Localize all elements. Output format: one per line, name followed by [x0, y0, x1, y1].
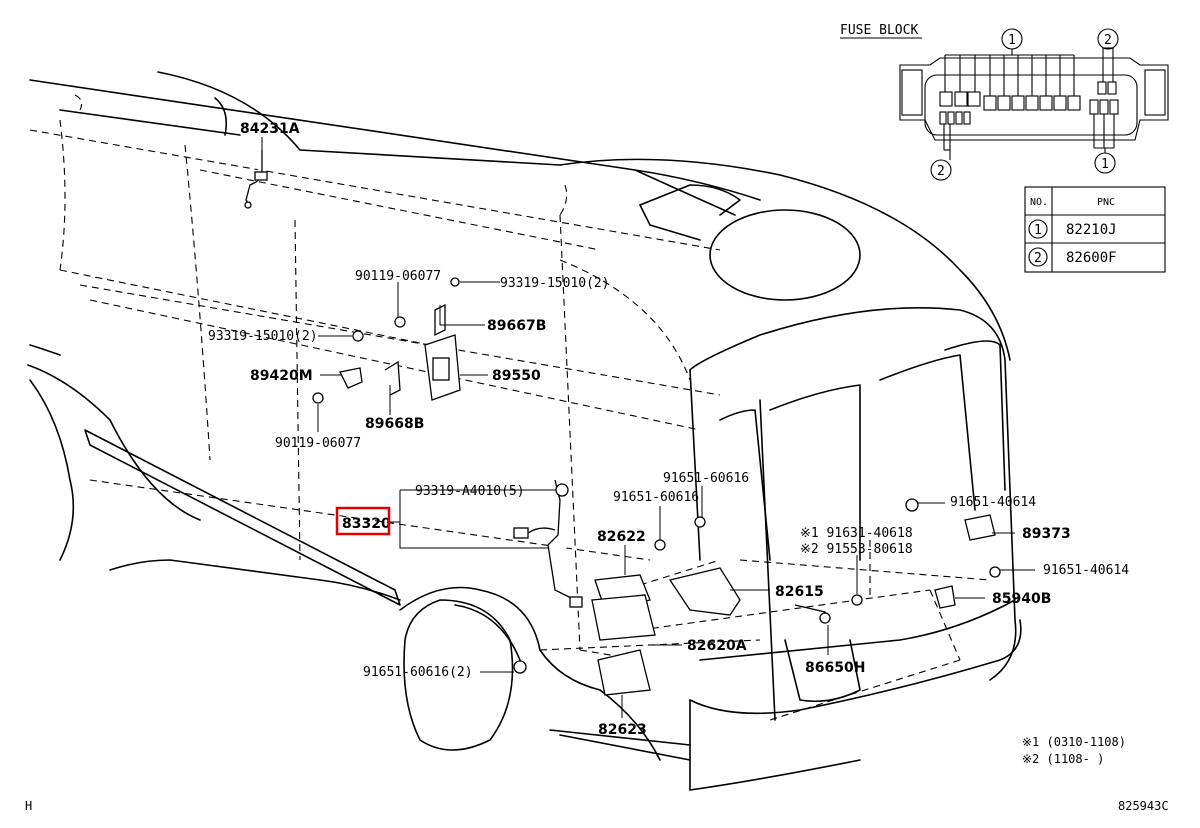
label-89667B[interactable]: 89667B [487, 318, 546, 334]
label-91651-40614-a[interactable]: 91651-40614 [950, 495, 1036, 510]
fuse-block-title: FUSE BLOCK [840, 23, 918, 38]
label-91651-60616-b[interactable]: 91651-60616 [613, 490, 699, 505]
bracket-89420M [312, 277, 460, 404]
callout-2-top-text: 2 [1104, 33, 1112, 48]
label-91553-80618[interactable]: ※2 91553-80618 [800, 542, 913, 557]
callout-1-bottom [1094, 152, 1116, 174]
label-85940B[interactable]: 85940B [992, 591, 1051, 607]
label-91651-40614-b[interactable]: 91651-40614 [1043, 563, 1129, 578]
table-row-2-no: 2 [1034, 251, 1042, 266]
note-1: ※1 (0310-1108) [1022, 735, 1126, 749]
callout-1-bottom-text: 1 [1101, 157, 1109, 172]
label-93319-A4010[interactable]: 93319-A4010(5) [415, 484, 525, 499]
table-row-1-pnc[interactable]: 82210J [1066, 222, 1117, 238]
label-91651-60616-c[interactable]: 91651-60616(2) [363, 665, 473, 680]
label-90119-06077-top[interactable]: 90119-06077 [355, 269, 441, 284]
callout-2-bottom [930, 159, 952, 181]
label-89668B[interactable]: 89668B [365, 416, 424, 432]
label-82623[interactable]: 82623 [598, 722, 647, 738]
label-82615[interactable]: 82615 [775, 584, 824, 600]
table-row-2-pnc[interactable]: 82600F [1066, 250, 1117, 266]
relay-parts [794, 498, 1001, 624]
label-93319-15010-a[interactable]: 93319-15010(2) [500, 276, 610, 291]
ecu-89550 [424, 303, 461, 401]
fuse-slots [939, 81, 1119, 125]
fuse-block-inset: FUSE BLOCK [840, 23, 1169, 181]
label-82620A[interactable]: 82620A [687, 638, 747, 654]
diagram-id: 825943C [1118, 799, 1169, 813]
dashed-reference-lines [29, 94, 991, 721]
label-86650H[interactable]: 86650H [805, 660, 865, 676]
fuse-callout-lines [943, 47, 1115, 160]
label-90119-06077-bottom[interactable]: 90119-06077 [275, 436, 361, 451]
harness-83320 [513, 479, 583, 608]
table-header-pnc: PNC [1097, 197, 1115, 208]
table-header-no: NO. [1030, 197, 1048, 208]
table-row-1-no: 1 [1034, 223, 1042, 238]
label-84231A[interactable]: 84231A [240, 121, 300, 137]
callout-2-bottom-text: 2 [937, 164, 945, 179]
van-body-outline [27, 71, 1022, 791]
label-89550[interactable]: 89550 [492, 368, 541, 384]
label-83320[interactable]: 83320 [342, 516, 391, 532]
corner-left-mark: H [25, 799, 32, 813]
part-labels: 84231A 90119-06077 93319-15010(2) 89667B… [208, 121, 1129, 738]
leader-lines [261, 137, 1035, 718]
fuse-block-assembly [513, 516, 741, 696]
date-notes: ※1 (0310-1108) ※2 (1108- ) [1022, 735, 1126, 766]
callout-1-top-text: 1 [1008, 33, 1016, 48]
callout-1-top [1001, 28, 1023, 50]
selected-part-highlight [335, 506, 391, 536]
label-91651-60616-a[interactable]: 91651-60616 [663, 471, 749, 486]
label-89373[interactable]: 89373 [1022, 526, 1071, 542]
label-93319-15010-b[interactable]: 93319-15010(2) [208, 329, 318, 344]
part-84231A [244, 150, 268, 209]
note-2: ※2 (1108- ) [1022, 752, 1104, 766]
label-91631-40618[interactable]: ※1 91631-40618 [800, 526, 913, 541]
label-82622[interactable]: 82622 [597, 529, 646, 545]
label-89420M[interactable]: 89420M [250, 368, 313, 384]
pnc-table: NO. PNC 1 82210J 2 82600F [1024, 186, 1166, 273]
callout-2-top [1097, 28, 1119, 50]
